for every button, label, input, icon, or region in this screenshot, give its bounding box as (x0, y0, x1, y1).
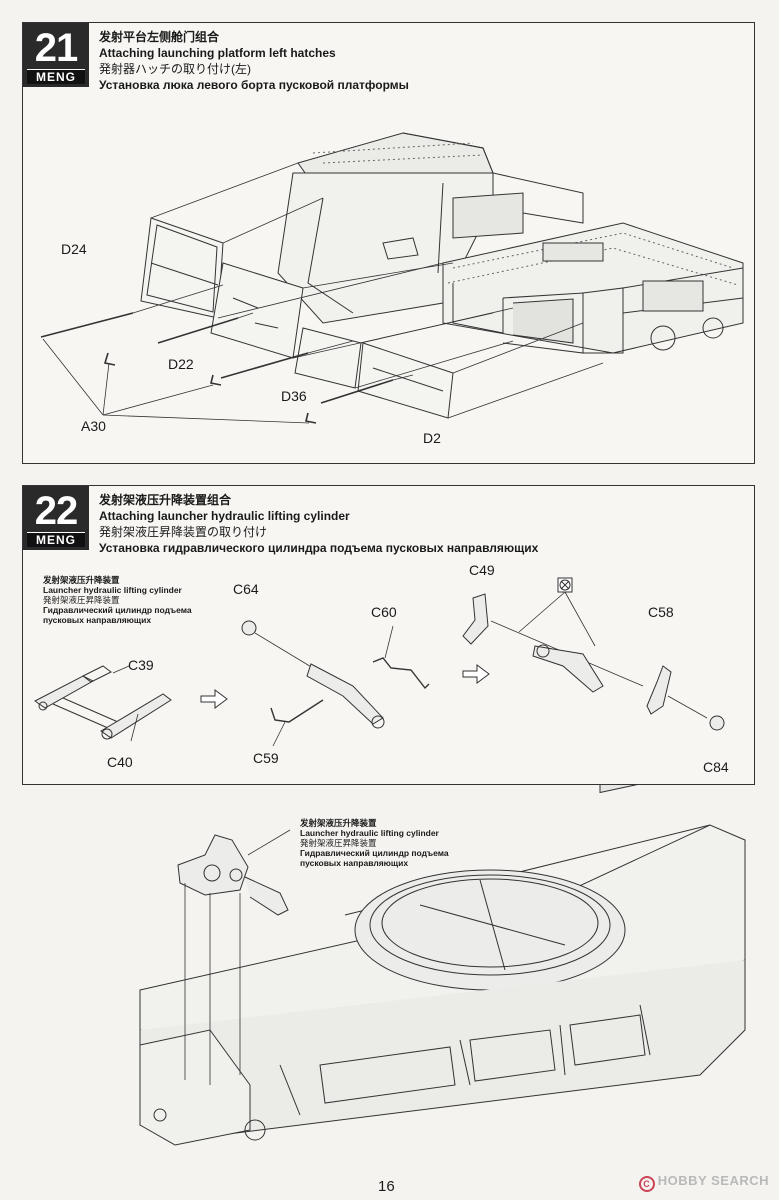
hatch-d36-drawing (294, 327, 362, 389)
part-label-c49: C49 (469, 562, 495, 578)
step-21-badge: 21 MENG (23, 23, 89, 87)
part-label-a30: A30 (81, 418, 106, 434)
step-22-panel: 22 MENG 发射架液压升降装置组合 Attaching launcher h… (22, 485, 755, 785)
assembly-guide-lines (132, 162, 604, 419)
turntable-ring (354, 869, 626, 991)
launch-platform-drawing (442, 222, 744, 354)
hatch-d2-drawing (357, 342, 454, 419)
part-label-d2: D2 (423, 430, 441, 446)
step-22-diagram (34, 577, 725, 747)
page-number: 16 (378, 1178, 395, 1195)
step-number: 22 (34, 489, 79, 533)
title-en: Attaching launching platform left hatche… (99, 46, 336, 60)
a30-leader-lines (42, 338, 310, 424)
step-number: 21 (34, 26, 79, 70)
part-label-c84: C84 (703, 759, 729, 775)
part-c49-c58-c84-drawing (462, 577, 725, 731)
part-label-c64: C64 (233, 581, 259, 597)
assembly-guide-lines (184, 829, 291, 1085)
brand-logo: MENG (27, 69, 85, 84)
title-zh: 发射架液压升降装置组合 (99, 493, 232, 507)
vehicle-cab-drawing (277, 132, 584, 324)
part-label-c59: C59 (253, 750, 279, 766)
part-label-c60: C60 (371, 604, 397, 620)
step-22-titles: 发射架液压升降装置组合 Attaching launcher hydraulic… (99, 492, 538, 556)
part-label-c39: C39 (128, 657, 154, 673)
flow-arrow-2 (462, 664, 490, 684)
title-ru: Установка гидравлического цилиндра подъе… (99, 541, 539, 555)
title-zh: 发射平台左侧舱门组合 (99, 30, 220, 44)
hatch-d24-drawing (140, 217, 224, 319)
cylinder-assembly-drawing (177, 834, 289, 916)
step-22-badge: 22 MENG (23, 486, 89, 550)
brand-logo: MENG (27, 532, 85, 547)
part-c64-c60-c59-drawing (241, 620, 430, 747)
chassis-diagram (139, 785, 746, 1146)
hinge-rods-a30 (40, 312, 394, 424)
step-21-panel: 21 MENG 发射平台左侧舱门组合 Attaching launching p… (22, 22, 755, 464)
part-label-d36: D36 (281, 388, 307, 404)
title-jp: 発射器ハッチの取り付け(左) (99, 62, 251, 76)
copyright-icon: C (638, 1176, 655, 1192)
part-label-c58: C58 (648, 604, 674, 620)
part-label-c40: C40 (107, 754, 133, 770)
title-ru: Установка люка левого борта пусковой пла… (99, 78, 409, 92)
part-label-d24: D24 (61, 241, 87, 257)
step-21-diagram (40, 132, 744, 424)
subassembly-caption-bottom: 发射架液压升降装置 Launcher hydraulic lifting cyl… (300, 818, 449, 868)
title-en: Attaching launcher hydraulic lifting cyl… (99, 509, 350, 523)
step-21-titles: 发射平台左侧舱门组合 Attaching launching platform … (99, 29, 409, 93)
title-jp: 発射架液圧昇降装置の取り付け (99, 525, 268, 539)
part-c39-c40-drawing (34, 665, 172, 742)
part-label-d22: D22 (168, 356, 194, 372)
flow-arrow-1 (200, 689, 228, 709)
subassembly-caption-top: 发射架液压升降装置 Launcher hydraulic lifting cyl… (43, 575, 192, 625)
